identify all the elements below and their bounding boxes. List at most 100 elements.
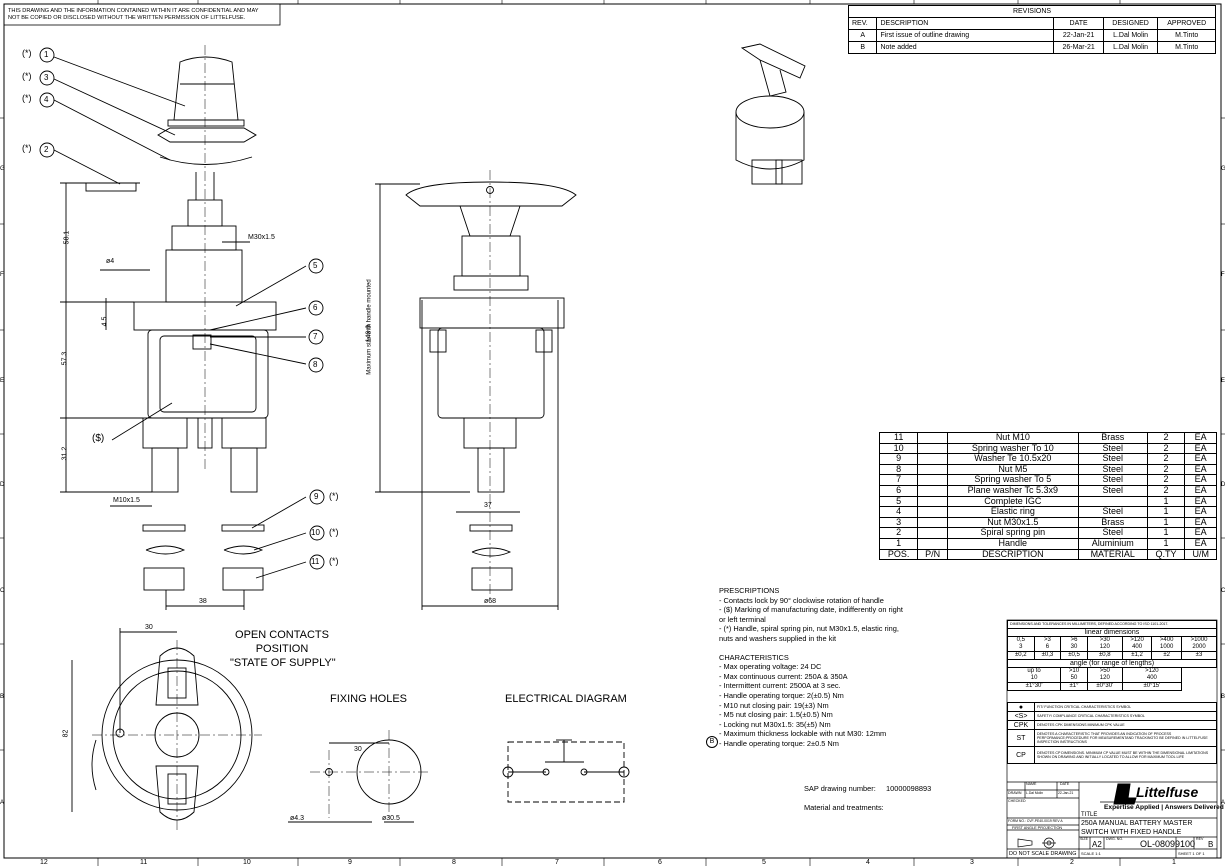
bom-header: MATERIAL [1077,548,1148,561]
dim-note: Maximum size with handle mounted [366,279,373,375]
tol-cell: ±1° [1060,682,1088,691]
sheet-number: SHEET 1 OF 1 [1178,851,1205,856]
rev-cell: M.Tinto [1157,41,1216,54]
grid-label: E [1221,378,1225,384]
littelfuse-logo: Littelfuse [1136,784,1199,800]
logo-mark [1113,783,1137,805]
characteristic-line: - Handle operating torque: 2(±0.5) Nm [719,690,844,700]
tol-cell: >1000 2000 [1180,636,1218,652]
tol-cell: >120 400 [1121,636,1153,652]
sap-number: 10000098893 [886,784,932,793]
grid-label: F [0,272,4,278]
label-line: POSITION [255,643,309,655]
notice-line: THIS DRAWING AND THE INFORMATION CONTAIN… [8,8,259,14]
tagline: Expertise Applied | Answers Delivered [1104,804,1224,811]
symbol-text: DENOTES CP DIMENSIONS. MINIMUM CP VALUE … [1034,746,1217,764]
tb-drawn: DRAWN [1008,791,1022,795]
bom-header: Q.TY [1146,548,1186,561]
tol-cell: ±3 [1180,651,1218,660]
rev-cell: M.Tinto [1157,29,1216,42]
bom-cell: 11 [878,432,919,444]
dim-dia-4: ø4 [106,258,115,265]
bom-cell: EA [1184,463,1217,476]
bom-cell: 2 [1146,463,1186,476]
bom-cell: 10 [878,442,919,455]
symbol-text: FIT/ FUNCTION CRITICAL CHARACTERISTICS S… [1034,702,1217,712]
bom-cell: Spring washer To 5 [946,474,1079,486]
rev-label: REV [1196,837,1204,841]
bom-cell: 1 [878,537,919,550]
bom-cell [917,527,948,539]
dim-dia-4-3: ø4.3 [290,815,305,822]
symbol-mark: ST [1007,729,1035,747]
rev-header: DATE [1053,17,1104,30]
callout-number: 2 [44,145,49,154]
bom-cell: Spiral spring pin [946,527,1079,539]
bom-cell: Elastic ring [946,506,1079,518]
bom-cell: EA [1184,474,1217,486]
tb-drawn-name: L.Dal Molin [1026,791,1043,795]
bom-cell: 1 [1146,506,1186,518]
prescription-line: or left terminal [719,614,766,624]
prescription-line: - (*) Handle, spiral spring pin, nut M30… [719,624,899,634]
grid-label: B [1221,694,1225,700]
bom-cell [917,463,948,476]
bom-cell: EA [1184,495,1217,508]
electrical-diagram-label: ELECTRICAL DIAGRAM [505,693,627,705]
grid-label: 4 [866,859,870,866]
bom-header: DESCRIPTION [946,548,1079,561]
rev-cell: L.Dal Molin [1102,41,1159,54]
bom-cell: Aluminium [1077,537,1148,550]
bom-cell: 2 [1146,432,1186,444]
bom-cell: 2 [1146,474,1186,486]
bom-header: POS. [878,548,919,561]
kit-mark: (*) [22,48,32,58]
tol-cell: up to 10 [1006,667,1062,683]
bom-cell: 2 [878,527,919,539]
symbol-mark: ● [1007,702,1035,712]
characteristic-line: - Intermittent current: 2500A at 3 sec. [719,681,841,691]
rev-header: REV. [847,17,878,30]
callout-number: 10 [311,528,320,537]
symbols-table: ●FIT/ FUNCTION CRITICAL CHARACTERISTICS … [1007,702,1217,764]
tol-cell: ±1,2 [1121,651,1153,660]
bom-cell: 8 [878,463,919,476]
fixing-holes-label: FIXING HOLES [330,693,408,705]
tol-header: DIMENSIONS AND TOLERANCES IN MILLIMETERS… [1007,620,1217,629]
bom-cell: Steel [1077,463,1148,476]
kit-mark: (*) [329,527,339,537]
dim-m30: M30x1.5 [248,234,275,241]
bom-cell: 1 [1146,495,1186,508]
symbol-text: DENOTES A CHARACTERISTIC THAT PROVIDES A… [1034,729,1217,747]
rev-cell: Note added [876,41,1055,54]
grid-label: 1 [1172,859,1176,866]
bom-cell [917,442,948,455]
date-marking: ($) [92,433,105,444]
grid-label: 9 [348,859,352,866]
grid-label: F [1221,272,1225,278]
drawing-title: 250A MANUAL BATTERY MASTER SWITCH WITH F… [1081,819,1192,837]
bom-cell: Nut M30x1.5 [946,516,1079,529]
tol-cell: >400 1000 [1151,636,1182,652]
no-scale-note: DO NOT SCALE DRAWING [1009,851,1077,857]
characteristic-line: - M10 nut closing pair: 19(±3) Nm [719,700,829,710]
drawing-number: OL-08099100 [1140,839,1196,849]
grid-label: A [1221,800,1225,806]
grid-label: E [0,378,5,384]
bom-cell [917,516,948,529]
dim-30-bottom: 30 [145,624,153,631]
bom-cell: 2 [1146,442,1186,455]
rev-value: B [1208,840,1214,849]
callout-number: 11 [311,557,320,566]
bottom-view [71,628,262,830]
grid-label: B [0,694,5,700]
bom-cell: Spring washer To 10 [946,442,1079,455]
linear-title: linear dimensions [1007,628,1217,637]
